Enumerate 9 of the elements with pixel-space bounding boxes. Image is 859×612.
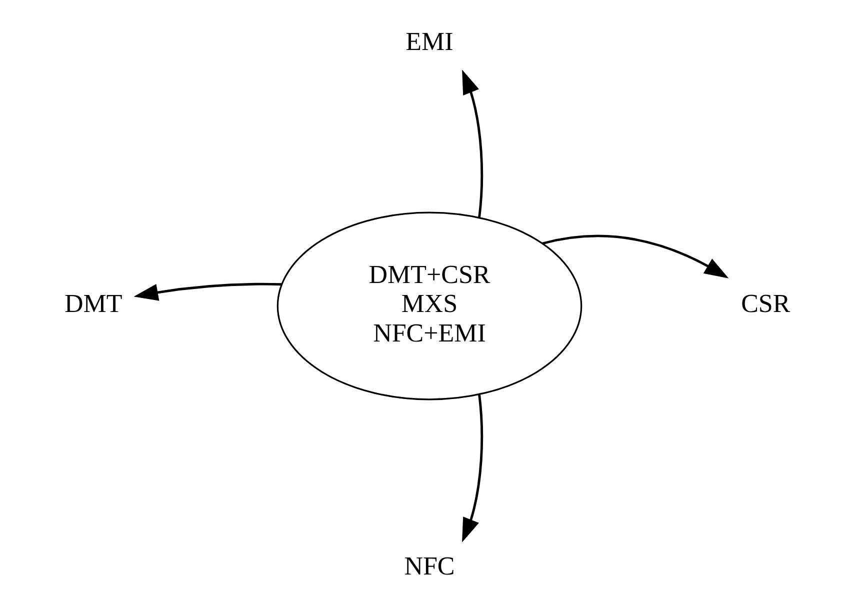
arrow xyxy=(134,282,282,301)
arrow xyxy=(462,70,484,218)
node-text: EMI xyxy=(406,26,454,56)
arrow xyxy=(462,394,484,542)
node-ellipse: DMT+CSR MXS NFC+EMI xyxy=(276,212,582,400)
node-text: CSR xyxy=(741,289,790,318)
node-text: DMT xyxy=(64,289,122,318)
node-text: NFC xyxy=(404,551,455,580)
arrow xyxy=(542,234,729,278)
